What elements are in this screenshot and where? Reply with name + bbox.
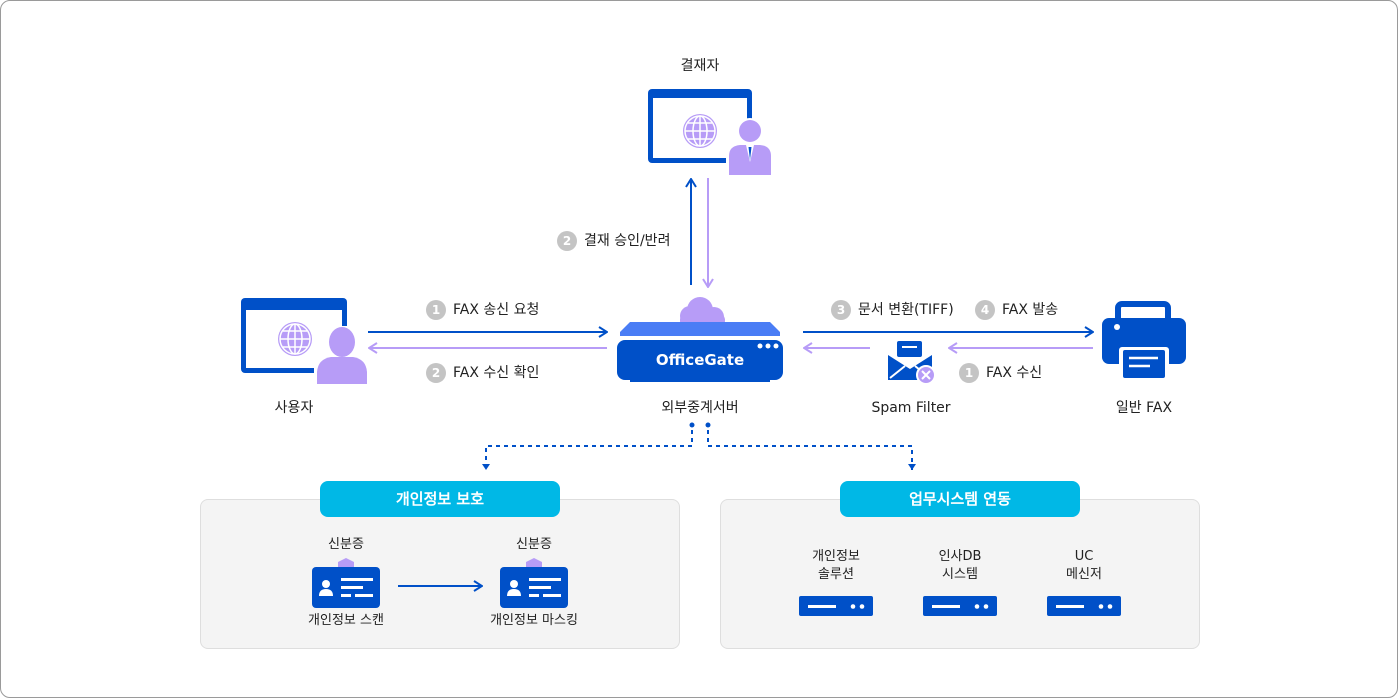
biz-item-line: 메신저 [1066,567,1102,582]
biz-panel [720,499,1200,649]
biz-item-label: UC 메신저 [1066,548,1102,584]
step-text: FAX 발송 [1002,302,1059,318]
step-text: FAX 송신 요청 [453,302,540,318]
biz-item-line: 솔루션 [818,567,854,582]
step-number: 2 [426,363,446,383]
globe-icon [278,322,312,356]
cloud-icon [680,297,725,327]
server-label: 외부중계서버 [661,400,739,416]
step-text: FAX 수신 확인 [453,365,540,381]
spam-filter-icon [888,341,936,385]
step-text: FAX 수신 [986,365,1043,381]
step-send-request: 1 FAX 송신 요청 [426,300,539,320]
person-icon [314,326,370,384]
biz-item-line: 인사DB [938,549,982,564]
user-label: 사용자 [274,400,314,416]
id-card-top-label: 신분증 [328,537,364,552]
approver-label: 결재자 [680,58,720,74]
step-text: 문서 변환(TIFF) [858,302,954,318]
step-text: 결재 승인/반려 [584,233,671,249]
step-dispatch: 4 FAX 발송 [975,300,1058,320]
step-number: 1 [426,300,446,320]
id-card-icon [312,558,380,608]
connector-privacy [482,430,693,470]
officegate-server-icon [617,297,783,382]
biz-item-label: 인사DB 시스템 [939,548,982,584]
privacy-panel-title: 개인정보 보호 [320,481,560,517]
connector-biz [707,430,916,470]
approver-icon [648,89,774,176]
step-number: 3 [831,300,851,320]
server-rack-icon [1047,596,1121,616]
id-card-bottom-label: 개인정보 마스킹 [490,613,578,628]
server-rack-icon [799,596,873,616]
step-number: 2 [557,231,577,251]
biz-item-label: 개인정보 솔루션 [812,548,860,584]
id-card-top-label: 신분증 [516,537,552,552]
user-icon [241,298,370,384]
step-number: 4 [975,300,995,320]
step-approve: 2 결재 승인/반려 [557,231,670,251]
spam-filter-label: Spam Filter [871,400,951,416]
step-fax-receive: 1 FAX 수신 [959,363,1042,383]
step-number: 1 [959,363,979,383]
businessman-icon [726,118,774,176]
biz-item-line: UC [1074,549,1094,564]
printer-icon [1102,301,1186,381]
biz-item-line: 시스템 [942,567,978,582]
server-rack-icon [923,596,997,616]
biz-panel-title: 업무시스템 연동 [840,481,1080,517]
id-card-bottom-label: 개인정보 스캔 [308,613,384,628]
id-card-icon [500,558,568,608]
server-brand: OfficeGate [655,351,745,369]
globe-icon [683,114,717,148]
step-receive-confirm: 2 FAX 수신 확인 [426,363,539,383]
step-convert: 3 문서 변환(TIFF) [831,300,954,320]
fax-label: 일반 FAX [1115,400,1173,416]
biz-item-line: 개인정보 [812,549,860,564]
